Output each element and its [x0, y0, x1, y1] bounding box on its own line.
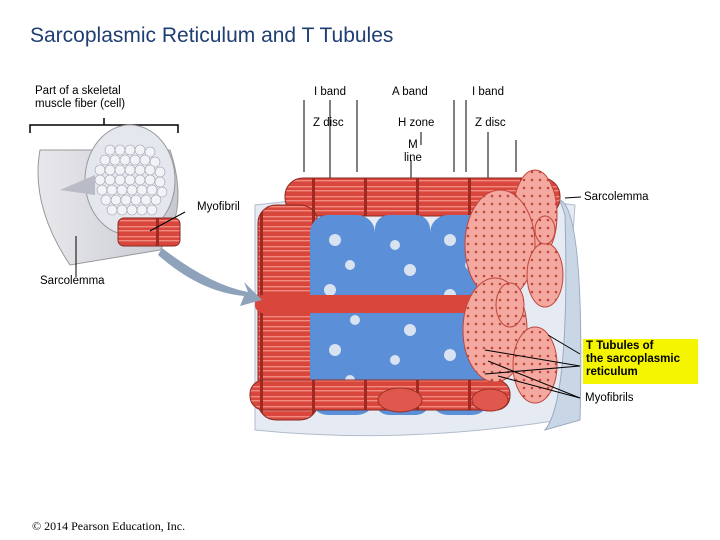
band-label-lines — [303, 100, 517, 182]
m-line-label-line2: line — [404, 152, 422, 164]
fiber-label: Part of a skeletal muscle fiber (cell) — [35, 85, 125, 111]
sarcolemma-right-label: Sarcolemma — [584, 191, 649, 203]
a-band-label: A band — [392, 86, 428, 98]
pointer-lines — [75, 196, 582, 399]
t-tubules-label-line1: T Tubules of — [586, 340, 654, 352]
h-zone-label: H zone — [398, 117, 435, 129]
fiber-label-line2: muscle fiber (cell) — [35, 98, 126, 110]
z-disc-right-label: Z disc — [475, 117, 506, 129]
page-title: Sarcoplasmic Reticulum and T Tubules — [30, 24, 394, 47]
t-tubules-label: T Tubules of the sarcoplasmic reticulum — [583, 339, 698, 384]
m-line-label-line1: M — [408, 139, 418, 151]
t-tubules-label-line2: the sarcoplasmic — [586, 353, 680, 365]
copyright-notice: © 2014 Pearson Education, Inc. — [32, 519, 186, 533]
myofibril-label: Myofibril — [197, 201, 240, 213]
fiber-label-line1: Part of a skeletal — [35, 85, 121, 97]
magnify-arrow — [158, 248, 262, 306]
m-line-label: M line — [404, 139, 422, 165]
myofibrils-label: Myofibrils — [585, 392, 634, 404]
myofibril-block — [249, 169, 582, 437]
t-tubules-label-line3: reticulum — [586, 366, 638, 378]
z-disc-left-label: Z disc — [313, 117, 344, 129]
i-band-left-label: I band — [314, 86, 346, 98]
muscle-fiber-cross-section — [37, 124, 181, 266]
sarcolemma-left-label: Sarcolemma — [40, 275, 105, 287]
fiber-bracket — [29, 118, 179, 133]
i-band-right-label: I band — [472, 86, 504, 98]
